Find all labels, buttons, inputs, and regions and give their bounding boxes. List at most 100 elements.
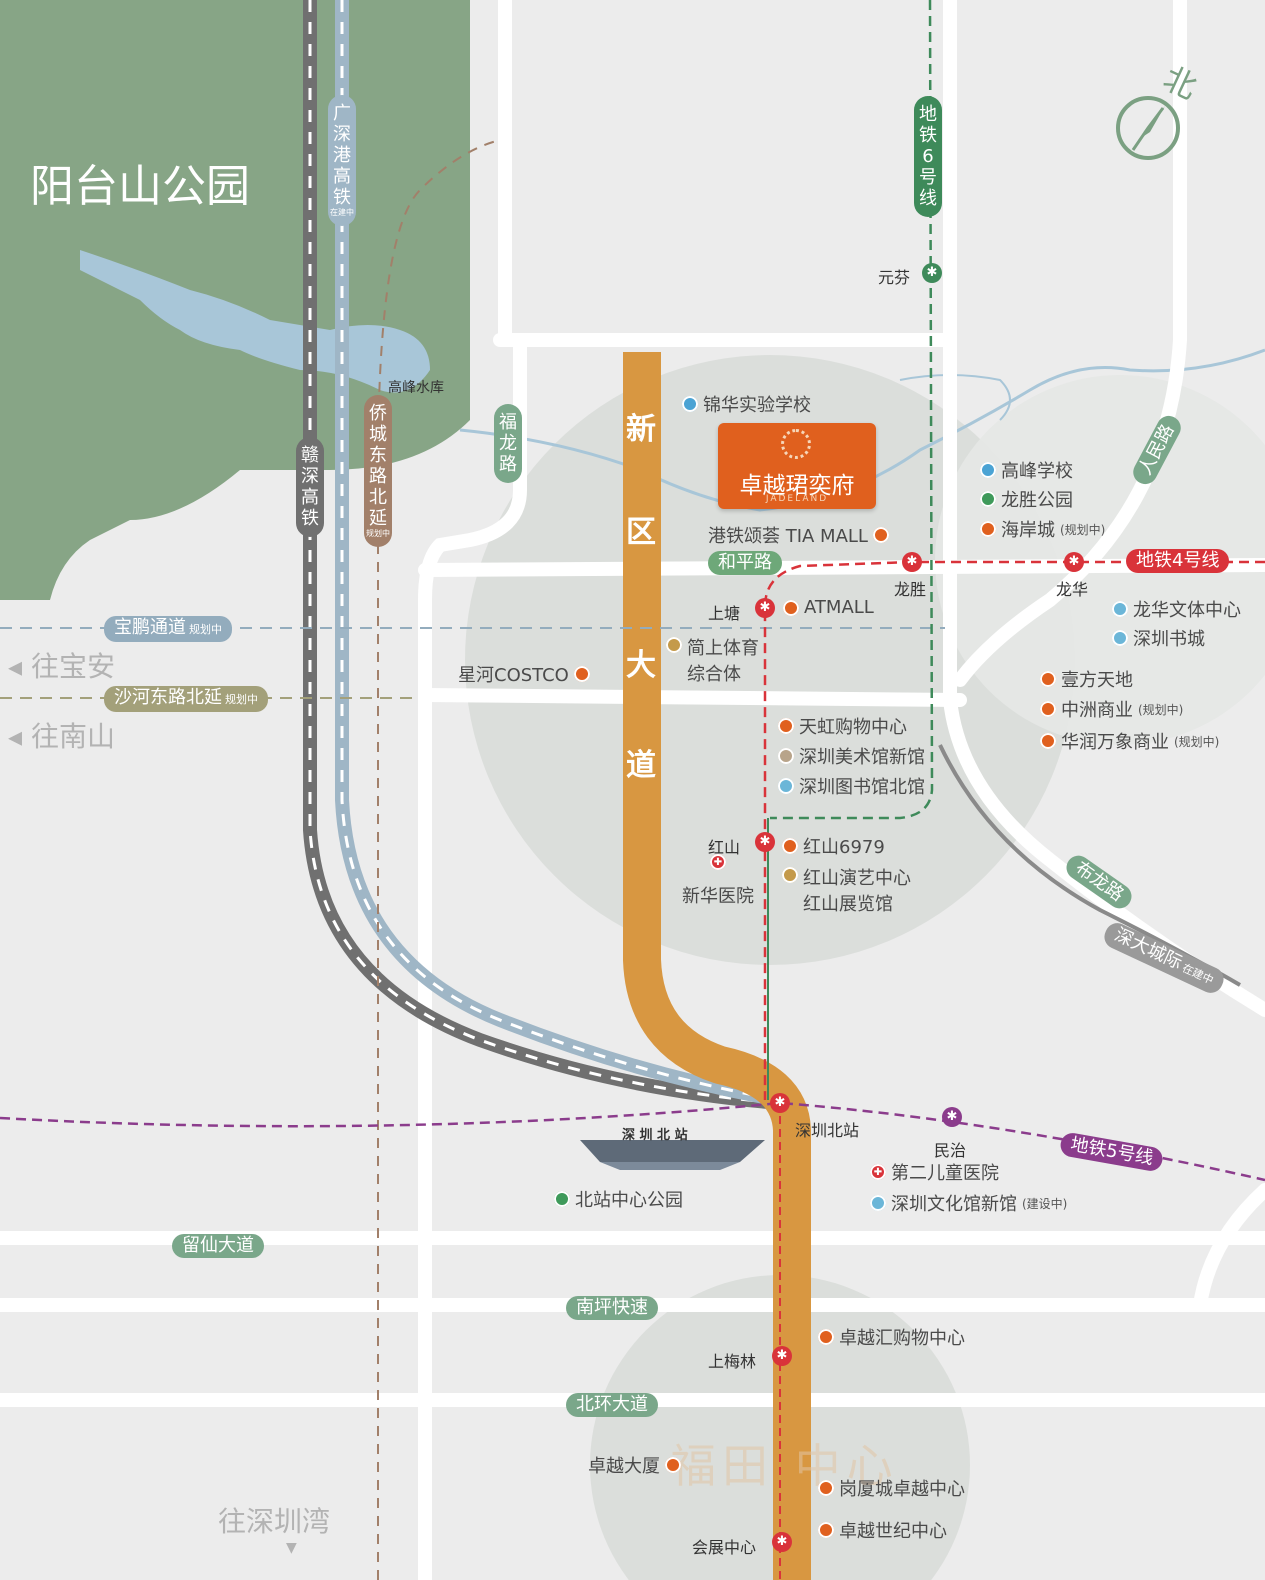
road-qiaocheng: 侨城东路北延规划中	[364, 395, 392, 547]
avenue-char-3: 大	[626, 648, 656, 683]
station-longhua-icon[interactable]: ✱	[1064, 552, 1084, 572]
road-beihuan: 北环大道	[566, 1393, 658, 1417]
poi-tushu[interactable]: 深圳图书馆北馆	[778, 773, 925, 799]
station-longsheng-icon[interactable]: ✱	[902, 552, 922, 572]
station-hongshan: 红山	[708, 838, 741, 857]
hospital-icon: ✚	[870, 1164, 886, 1180]
mall-icon	[980, 521, 996, 537]
river-branch	[899, 374, 1011, 421]
north-station-building	[580, 1140, 765, 1162]
poi-tiamall[interactable]: 港铁颂荟 TIA MALL	[708, 522, 889, 548]
avenue-char-2: 区	[626, 515, 656, 550]
poi-yifang[interactable]: 壹方天地	[1040, 666, 1133, 692]
poi-zhuoyuedasha[interactable]: 卓越大厦	[588, 1452, 681, 1478]
mall-icon	[872, 527, 889, 543]
poi-atmall[interactable]: ATMALL	[783, 597, 874, 618]
mall-icon	[1040, 671, 1056, 687]
road-guangshen: 广深港高铁在建中	[328, 95, 356, 226]
station-yuanfen-icon[interactable]: ✱	[922, 263, 942, 283]
poi-longshenggy[interactable]: 龙胜公园	[980, 486, 1073, 512]
mall-icon	[573, 666, 590, 682]
poi-zhongzhou[interactable]: 中洲商业(规划中)	[1040, 696, 1183, 722]
north-station-label: 深 圳 北 站	[622, 1128, 688, 1143]
school-icon	[980, 462, 996, 478]
avenue-char-1: 新	[626, 412, 656, 447]
project-marker[interactable]: 卓越珺奕府 JADELAND	[718, 423, 876, 509]
station-huizhan-icon[interactable]: ✱	[772, 1532, 792, 1552]
station-longsheng: 龙胜	[894, 580, 927, 599]
park-label: 阳台山公园	[30, 161, 250, 212]
poi-jinhua[interactable]: 锦华实验学校	[682, 391, 811, 417]
road-heping: 和平路	[708, 551, 782, 575]
station-shangmeilin: 上梅林	[708, 1352, 757, 1371]
station-longhua: 龙华	[1056, 580, 1089, 599]
poi-jianshang[interactable]: 简上体育综合体	[666, 634, 759, 686]
office-icon	[665, 1457, 681, 1473]
station-yuanfen: 元芬	[878, 268, 911, 287]
direction-shenzhenwan: 往深圳湾	[218, 1505, 331, 1538]
road-baopeng: 宝鹏通道规划中	[104, 616, 232, 642]
poi-huarun[interactable]: 华润万象商业(规划中)	[1040, 728, 1219, 754]
hospital-icon: ✚	[710, 854, 726, 870]
poi-xinhua[interactable]: 新华医院	[682, 886, 754, 907]
project-radius-circle	[465, 355, 1075, 965]
metro-line6-label: 地铁6号线	[914, 96, 942, 217]
poi-tianhong[interactable]: 天虹购物中心	[778, 713, 907, 739]
station-shangmeilin-icon[interactable]: ✱	[772, 1346, 792, 1366]
metro-line6	[770, 0, 934, 820]
poi-gaofeng[interactable]: 高峰学校	[980, 457, 1073, 483]
poi-ertong[interactable]: ✚第二儿童医院	[870, 1159, 999, 1185]
station-shangtang-icon[interactable]: ✱	[755, 598, 775, 618]
poi-haian[interactable]: 海岸城(规划中)	[980, 516, 1105, 542]
poi-yanyi[interactable]: 红山演艺中心红山展览馆	[782, 864, 911, 916]
mall-icon	[782, 838, 798, 854]
park-icon	[554, 1191, 570, 1207]
office-icon	[818, 1522, 834, 1538]
project-logo-icon	[781, 429, 811, 459]
school-icon	[682, 396, 698, 412]
station-shenzhenbei-icon[interactable]: ✱	[770, 1093, 790, 1113]
poi-bzpark[interactable]: 北站中心公园	[554, 1186, 683, 1212]
compass	[1116, 96, 1180, 160]
avenue-char-4: 道	[626, 748, 656, 783]
direction-baoan: ◂ 往宝安	[8, 650, 115, 683]
station-shangtang: 上塘	[708, 604, 741, 623]
poi-xinhua-icon[interactable]: ✚	[710, 854, 726, 870]
station-huizhan: 会展中心	[692, 1538, 757, 1557]
poi-costco[interactable]: 星河COSTCO	[458, 661, 590, 687]
culture-icon	[1112, 601, 1128, 617]
station-minzhi: 民治	[934, 1141, 967, 1160]
sports-icon	[666, 637, 682, 653]
poi-wenhua[interactable]: 深圳文化馆新馆(建设中)	[870, 1190, 1067, 1216]
road-liuxian: 留仙大道	[172, 1234, 264, 1258]
office-icon	[818, 1480, 834, 1496]
poi-hongshan6979[interactable]: 红山6979	[782, 833, 885, 859]
poi-longhuawt[interactable]: 龙华文体中心	[1112, 596, 1241, 622]
poi-gangxia[interactable]: 岗厦城卓越中心	[818, 1475, 965, 1501]
park-area	[0, 0, 470, 600]
poi-meishu[interactable]: 深圳美术馆新馆	[778, 743, 925, 769]
poi-zhuoyuehui[interactable]: 卓越汇购物中心	[818, 1324, 965, 1350]
qiaocheng-road-line	[377, 139, 501, 1580]
direction-nanshan: ◂ 往南山	[8, 720, 115, 753]
road-shahe: 沙河东路北延规划中	[104, 686, 268, 712]
culture-icon	[870, 1195, 886, 1211]
station-minzhi-icon[interactable]: ✱	[942, 1107, 962, 1127]
park-icon	[980, 491, 996, 507]
metro-line5	[0, 1101, 1265, 1182]
theater-icon	[782, 867, 798, 883]
poi-shiji[interactable]: 卓越世纪中心	[818, 1517, 947, 1543]
bookstore-icon	[1112, 630, 1128, 646]
library-icon	[778, 778, 794, 794]
guangshen-railway-dash	[340, 0, 781, 1102]
direction-down-icon: ▼	[286, 1540, 297, 1556]
mall-icon	[1040, 701, 1056, 717]
north-station-base	[600, 1162, 740, 1170]
ganshen-railway-dash	[308, 0, 781, 1105]
reservoir-label: 高峰水库	[388, 380, 444, 396]
mall-icon	[778, 718, 794, 734]
station-hongshan-icon[interactable]: ✱	[755, 832, 775, 852]
poi-shucheng[interactable]: 深圳书城	[1112, 625, 1205, 651]
mall-icon	[783, 599, 799, 616]
